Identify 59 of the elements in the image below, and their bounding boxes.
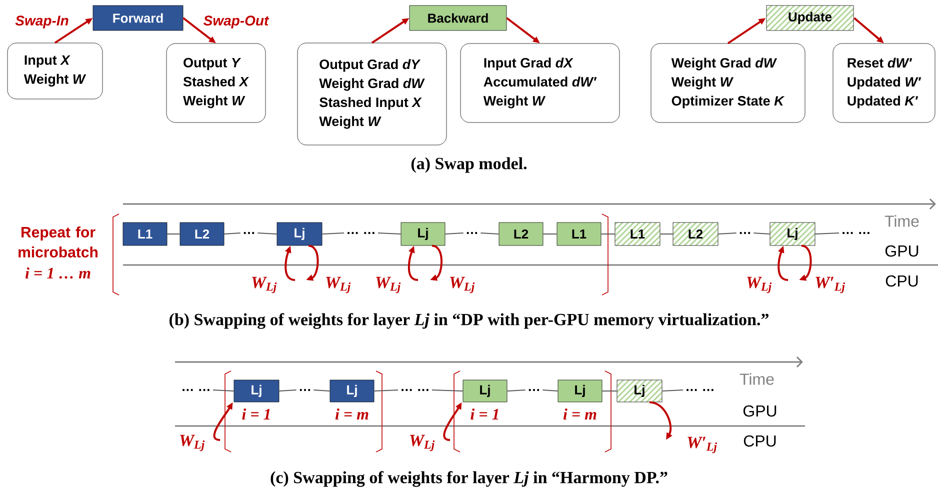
ellipsis: … (740, 232, 750, 234)
caption: (b) Swapping of weights for layer Lj in “DP with per-GPU memory virtualization.” (170, 313, 768, 329)
axis-label: Time (884, 215, 919, 227)
ellipsis: … (528, 389, 540, 391)
tensor-list-box: Input Grad dX Accumulated dW′ Weight W (460, 43, 620, 123)
layer-box: L1 (556, 222, 602, 246)
axis-label: GPU (743, 405, 776, 417)
layer-box: Lj (558, 380, 602, 402)
axis-label: CPU (744, 435, 776, 447)
layer-box: L1 (614, 222, 660, 246)
tensor-list-box: Output Grad dY Weight Grad dW Stashed Input X Weight W (297, 42, 447, 146)
iteration-label: i = m (563, 408, 596, 420)
tensor-list-box: Weight Grad dW Weight W Optimizer State K (650, 43, 806, 123)
layer-box: Lj (276, 222, 322, 246)
edge-label: Swap-In (15, 16, 68, 28)
edge-label: W$_{Lj}$ (180, 434, 205, 452)
tensor-list-box: Input X Weight W (7, 42, 103, 100)
ellipsis: … … (842, 232, 870, 234)
tensor-list-box: Reset dW′ Updated W′ Updated K′ (832, 43, 936, 123)
axis-label: Time (740, 373, 774, 385)
edge-label: W$_{Lj}$ (252, 276, 277, 294)
ellipsis: … … (686, 389, 714, 391)
layer-box: L2 (672, 222, 718, 246)
repeat-label: Repeat for microbatch (18, 226, 98, 258)
layer-box: Lj (770, 222, 816, 246)
ellipsis: … (300, 389, 310, 391)
layer-box: L1 (122, 222, 168, 246)
caption: (c) Swapping of weights for layer Lj in “Harmony DP.” (270, 471, 668, 487)
caption: (a) Swap model. (411, 157, 527, 173)
operation-box: Update (766, 5, 854, 31)
edge-label: W$_{Lj}$ (747, 276, 772, 294)
ellipsis: … (466, 232, 478, 234)
edge-label: W$_{Lj}$ (450, 276, 475, 294)
edge-label: W′$_{Lj}$ (688, 436, 718, 454)
layer-box: Lj (616, 380, 662, 402)
layer-box: Lj (400, 222, 446, 246)
layer-box: Lj (462, 380, 508, 402)
ellipsis: … … (348, 232, 374, 234)
layer-box: L2 (180, 222, 224, 246)
ellipsis: … (244, 232, 254, 234)
iteration-label: i = 1 (470, 408, 498, 420)
layer-box: Lj (330, 380, 374, 402)
ellipsis: … … (402, 389, 428, 391)
operation-box: Forward (92, 5, 184, 31)
edge-label: W$_{Lj}$ (376, 276, 401, 294)
layer-box: L2 (498, 222, 544, 246)
iteration-label: i = m (335, 408, 368, 420)
ellipsis: … … (182, 389, 210, 391)
operation-box: Backward (409, 5, 507, 31)
axis-label: GPU (885, 245, 918, 257)
edge-label: W$_{Lj}$ (410, 434, 435, 452)
iteration-label: i = 1 (242, 408, 270, 420)
axis-label: CPU (886, 275, 918, 287)
repeat-range: i = 1 … m (25, 267, 90, 279)
edge-label: W′$_{Lj}$ (816, 276, 846, 294)
layer-box: Lj (234, 380, 280, 402)
tensor-list-box: Output Y Stashed X Weight W (166, 43, 266, 123)
edge-label: Swap-Out (204, 16, 270, 28)
edge-label: W$_{Lj}$ (326, 276, 351, 294)
